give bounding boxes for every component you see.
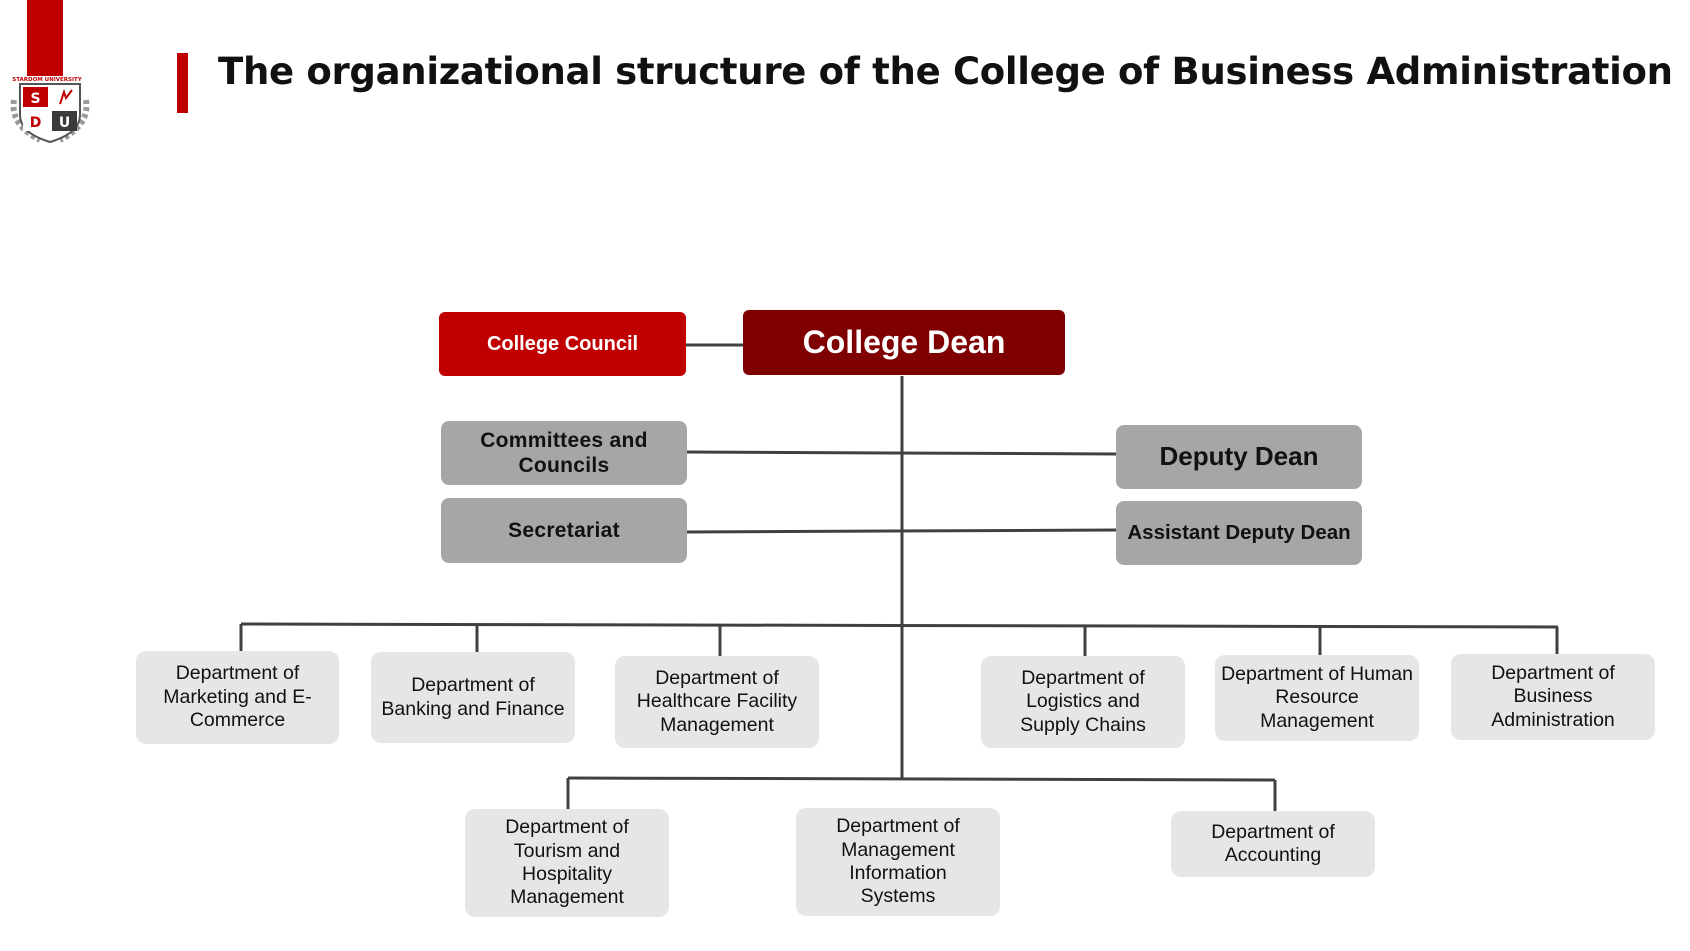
department-healthcare-box: Department of Healthcare Facility Manage… — [615, 656, 819, 748]
department-logistics-box: Department of Logistics and Supply Chain… — [981, 656, 1185, 748]
university-logo: S D U STARDOM UNIVERSITY — [10, 0, 90, 144]
logo-letter-s: S — [30, 91, 40, 107]
logo-university-text: STARDOM UNIVERSITY — [12, 77, 83, 83]
deputy-dean-box: Deputy Dean — [1116, 425, 1362, 489]
department-banking-box: Department of Banking and Finance — [371, 652, 575, 743]
assistant-deputy-dean-box: Assistant Deputy Dean — [1116, 501, 1362, 565]
department-tourism-box: Department of Tourism and Hospitality Ma… — [465, 809, 669, 917]
committees-councils-box: Committees and Councils — [441, 421, 687, 485]
department-business-box: Department of Business Administration — [1451, 654, 1655, 740]
page-title: The organizational structure of the Coll… — [218, 50, 1673, 93]
college-dean-box: College Dean — [743, 310, 1065, 375]
connector-secretariat-assistant — [684, 528, 1118, 534]
logo-figure-icon — [59, 88, 73, 105]
department-hr-box: Department of Human Resource Management — [1215, 655, 1419, 741]
connector-row1-bar — [240, 622, 1559, 629]
department-marketing-box: Department of Marketing and E-Commerce — [136, 651, 339, 744]
department-mis-box: Department of Management Information Sys… — [796, 808, 1000, 916]
connector-committees-deputy — [684, 450, 1118, 456]
connector-row2-bar — [567, 776, 1276, 782]
secretariat-box: Secretariat — [441, 498, 687, 563]
logo-letter-d: D — [30, 115, 42, 131]
department-accounting-box: Department of Accounting — [1171, 811, 1375, 877]
logo-letter-u: U — [59, 115, 70, 131]
college-council-box: College Council — [439, 312, 686, 376]
title-accent-bar — [177, 53, 188, 113]
